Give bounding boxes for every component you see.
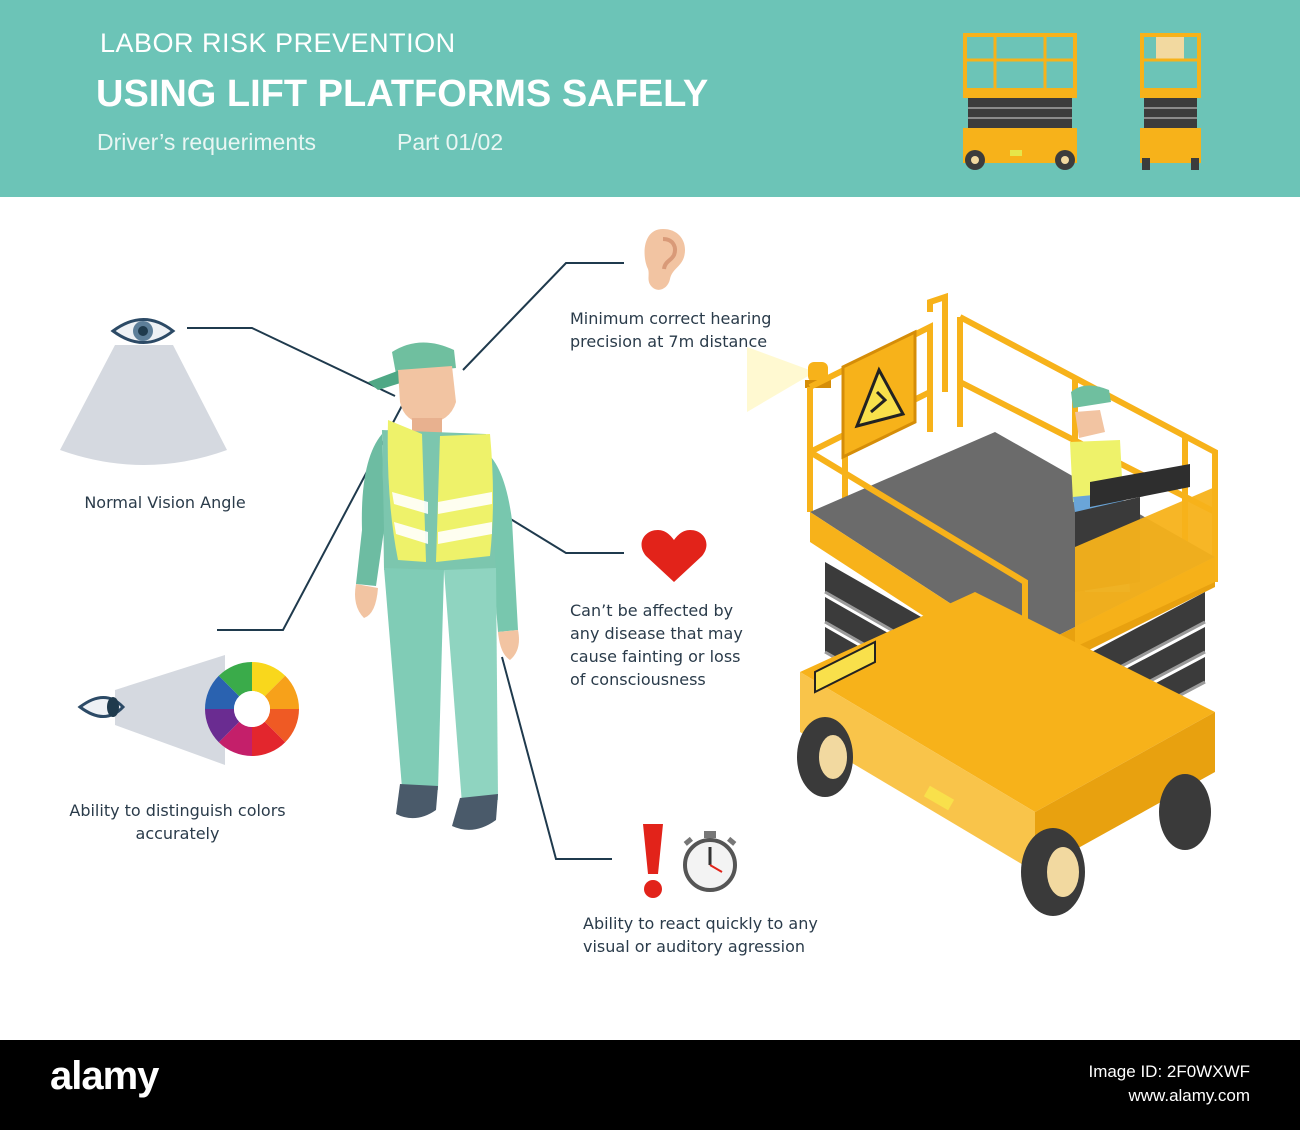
hearing-label-line1: Minimum correct hearing — [570, 309, 772, 328]
disease-label-line1: Can’t be affected by — [570, 601, 734, 620]
color-vision-label-line1: Ability to distinguish colors — [69, 801, 286, 820]
heart-icon — [641, 530, 707, 582]
header-subtitle: Driver’s requeriments — [97, 129, 316, 155]
worker-figure-illustration — [355, 342, 519, 830]
hearing-label-line2: precision at 7m distance — [570, 332, 768, 351]
color-vision-label-line2: accurately — [135, 824, 220, 843]
disease-label-line2: any disease that may — [570, 624, 743, 643]
disease-label-line4: of consciousness — [570, 670, 706, 689]
header-banner: LABOR RISK PREVENTION USING LIFT PLATFOR… — [0, 0, 1300, 197]
reaction-label-line2: visual or auditory agression — [583, 937, 805, 956]
color-vision-illustration — [77, 655, 299, 765]
hearing-label: Minimum correct hearing precision at 7m … — [570, 307, 810, 353]
stopwatch-icon — [683, 831, 737, 892]
ear-icon — [644, 229, 686, 290]
warning-sign-icon — [841, 329, 917, 460]
scissor-lift-illustration — [747, 292, 1218, 916]
image-id-block: Image ID: 2F0WXWF www.alamy.com — [1088, 1060, 1250, 1108]
disease-label: Can’t be affected by any disease that ma… — [570, 599, 800, 691]
vision-angle-illustration — [60, 318, 227, 465]
color-wheel-icon — [205, 662, 299, 756]
disease-label-line3: cause fainting or loss — [570, 647, 741, 666]
site-url-text: www.alamy.com — [1128, 1086, 1250, 1105]
exclamation-icon — [643, 824, 663, 898]
footer-bar — [0, 1040, 1300, 1130]
vision-angle-label: Normal Vision Angle — [84, 493, 246, 512]
image-id-text: Image ID: 2F0WXWF — [1088, 1062, 1250, 1081]
page-title: USING LIFT PLATFORMS SAFELY — [96, 73, 709, 115]
lift-side-view-illustration — [963, 33, 1077, 170]
reaction-label: Ability to react quickly to any visual o… — [583, 912, 843, 958]
eye-side-icon — [77, 696, 126, 718]
color-vision-label: Ability to distinguish colors accurately — [40, 799, 315, 845]
header-kicker: LABOR RISK PREVENTION — [100, 28, 456, 58]
lift-front-view-illustration — [1140, 33, 1201, 170]
reaction-label-line1: Ability to react quickly to any — [583, 914, 818, 933]
alamy-logo: alamy — [50, 1054, 159, 1098]
eye-icon — [110, 318, 176, 344]
header-part: Part 01/02 — [397, 129, 504, 155]
